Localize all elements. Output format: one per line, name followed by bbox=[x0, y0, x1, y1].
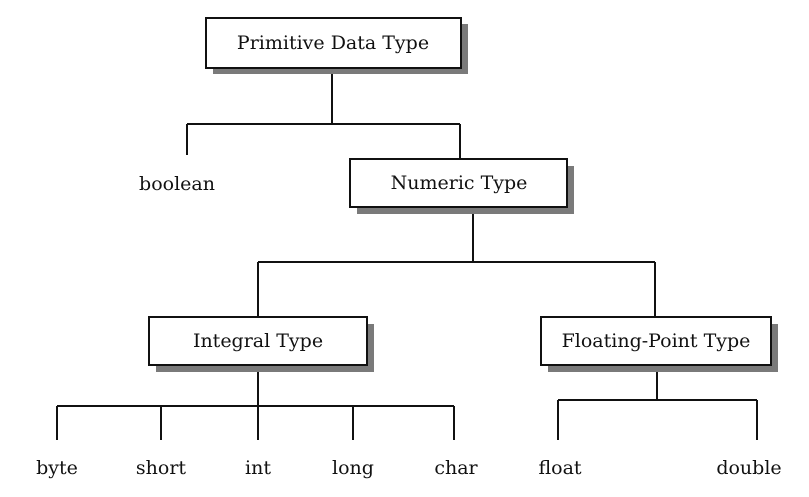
leaf-int: int bbox=[245, 457, 271, 479]
node-box bbox=[148, 316, 368, 366]
leaf-float: float bbox=[538, 457, 581, 479]
leaf-byte: byte bbox=[36, 457, 78, 479]
leaf-boolean: boolean bbox=[139, 173, 215, 195]
node-integral-type: Integral Type bbox=[148, 316, 374, 372]
node-box bbox=[540, 316, 772, 366]
leaf-long: long bbox=[332, 457, 374, 479]
leaf-char: char bbox=[434, 457, 478, 479]
node-floating-point-type: Floating-Point Type bbox=[540, 316, 778, 372]
node-label-floating: Floating-Point Type bbox=[562, 330, 751, 352]
node-label-root: Primitive Data Type bbox=[237, 32, 429, 54]
node-numeric-type: Numeric Type bbox=[349, 158, 574, 214]
connectors bbox=[56, 70, 758, 440]
node-box bbox=[205, 17, 462, 69]
leaf-short: short bbox=[136, 457, 187, 479]
node-label-integral: Integral Type bbox=[193, 330, 323, 352]
leaf-double: double bbox=[716, 457, 781, 479]
node-primitive-data-type: Primitive Data Type bbox=[205, 17, 468, 74]
node-label-numeric: Numeric Type bbox=[391, 172, 528, 194]
node-box bbox=[349, 158, 568, 208]
